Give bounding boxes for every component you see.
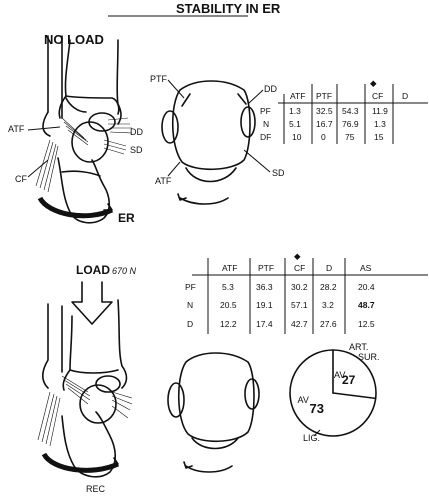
top-side-view-ankle: NO LOAD [35,32,133,224]
top-table-header-cf: CF [372,91,383,101]
top-table: ATF PTF ◆ CF D PF 1.3 32.5 54.3 11.9 N 5… [260,78,428,144]
top-cell-n-d: 1.3 [374,119,386,129]
bottom-cell-pf-cf: 30.2 [291,282,308,292]
bottom-cell-d-as: 12.5 [358,319,375,329]
top-cf-leader [27,159,49,178]
pie-slice-value: 27 [342,373,356,387]
top-table-header-d: D [402,91,408,101]
pie-slice-label: AV [297,395,308,405]
bottom-cell-pf-as: 20.4 [358,282,375,292]
top-table-diamond: ◆ [370,78,377,88]
er-label: ER [118,211,135,225]
bottom-cell-n-atf: 20.5 [220,300,237,310]
artist-signature: REC [86,484,106,494]
top-cell-n-atf: 5.1 [289,119,301,129]
bottom-cell-n-as: 48.7 [358,300,375,310]
top-cf-label: CF [15,174,27,184]
top-atf-label: ATF [8,124,25,134]
top-row-label-pf: PF [260,106,271,116]
top-axial-view [161,80,256,205]
top-view-ptf-leader [167,79,185,99]
bottom-cell-d-cf: 42.7 [291,319,308,329]
top-cell-n-ptf: 16.7 [316,119,333,129]
bottom-axial-view [167,352,260,473]
bottom-cell-d-atf: 12.2 [220,319,237,329]
bottom-table: ATF PTF ◆ CF D AS PF 5.3 36.3 30.2 28.2 … [185,251,428,334]
bottom-row-label-n: N [187,300,193,310]
pie-sur-label: SUR. [358,352,380,362]
bottom-row-label-pf: PF [185,282,196,292]
top-cell-df-cf: 75 [345,132,355,142]
bottom-table-header-ptf: PTF [258,263,274,273]
bottom-cell-pf-d: 28.2 [320,282,337,292]
load-value: 670 N [112,266,137,276]
top-view-atf-label: ATF [155,176,172,186]
pie-divider [332,392,377,400]
bottom-cell-d-d: 27.6 [320,319,337,329]
pie-slice-label: AV [334,370,345,380]
bottom-table-diamond: ◆ [294,251,301,261]
bottom-cell-d-ptf: 17.4 [256,319,273,329]
bottom-table-header-d: D [326,263,332,273]
top-view-ptf-label: PTF [150,74,168,84]
pie-lig-leader [313,429,321,437]
pie-art-label: ART. [349,342,368,352]
top-table-header-ptf: PTF [316,91,332,101]
bottom-cell-n-d: 3.2 [322,300,334,310]
top-row-label-n: N [263,119,269,129]
top-view-atf-leader [167,161,181,177]
top-view-sd-label: SD [272,168,285,178]
top-view-dd-label: DD [264,84,277,94]
bottom-row-label-d: D [187,319,193,329]
bottom-cell-pf-atf: 5.3 [222,282,234,292]
bottom-cell-n-ptf: 19.1 [256,300,273,310]
bottom-cell-pf-ptf: 36.3 [256,282,273,292]
bottom-table-header-cf: CF [294,263,305,273]
top-cell-df-d: 15 [374,132,384,142]
bottom-cell-n-cf: 57.1 [291,300,308,310]
top-cell-pf-d: 11.9 [372,106,388,116]
bottom-table-header-as: AS [360,263,372,273]
no-load-label: NO LOAD [44,32,104,47]
figure-title: STABILITY IN ER [176,1,281,16]
bottom-table-header-atf: ATF [222,263,237,273]
top-dd-label: DD [130,127,143,137]
top-cell-pf-atf: 1.3 [289,106,301,116]
top-cell-df-atf: 10 [292,132,302,142]
top-view-dd-leader [247,89,264,105]
pie-slice-value: 73 [309,401,323,416]
top-sd-label: SD [130,145,143,155]
top-cell-n-cf: 76.9 [342,119,359,129]
top-row-label-df: DF [260,132,271,142]
top-cell-pf-cf: 54.3 [342,106,359,116]
top-atf-leader [27,126,61,131]
top-cell-df-ptf: 0 [321,132,326,142]
top-view-sd-leader [243,149,271,173]
bottom-side-view-ankle [37,281,133,478]
top-table-header-atf: ATF [290,91,305,101]
pie-lig-label: LIG. [303,433,320,443]
top-cell-pf-ptf: 32.5 [316,106,333,116]
load-label: LOAD [76,263,110,277]
